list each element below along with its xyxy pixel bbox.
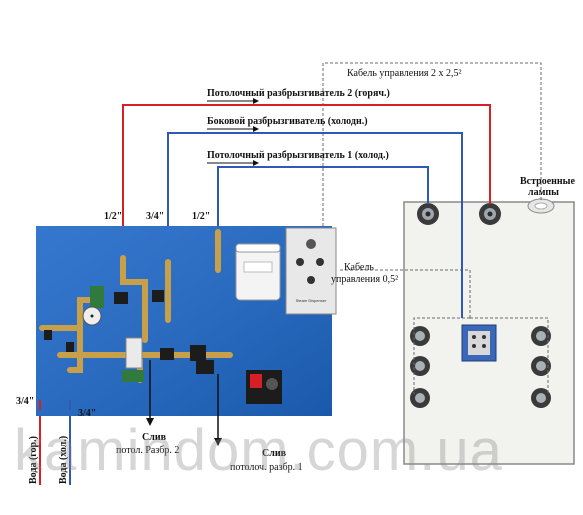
valve-black-3 [160,348,174,360]
sauna-cabin [403,198,575,465]
side-nozzles-right [531,326,551,408]
label-drain-1-title: Слив [142,432,167,443]
solenoid-2 [196,360,214,374]
label-water-hot: Вода (гор.) [28,436,39,484]
inlet-arrows [39,400,71,410]
drain-arrows [146,360,222,446]
label-drain-2-sub: потолоч. разбр. 1 [230,462,303,473]
control-box-sticker: Steam Dispenser [296,298,327,303]
cable-main-path [322,62,542,226]
cabin-top-nozzle-right [479,203,501,225]
label-built-in-lamps-1: Встроенные [520,176,575,187]
valve-black-2 [152,290,164,302]
label-size-half-a: 1/2" [104,211,122,222]
dosing-pump [246,370,282,404]
control-cables [322,62,549,394]
label-size-three-quarter-a: 3/4" [146,211,164,222]
label-size-three-quarter-left: 3/4" [16,396,34,407]
pipe-ceiling-sprayer-2-hot [122,104,491,258]
valve-black-1 [114,292,128,304]
watermark: kamindom.com.ua [14,418,503,483]
side-nozzles-left [410,326,430,408]
label-water-cold: Вода (хол.) [58,436,69,484]
label-cable-control-small-2: управления 0,5² [331,274,398,285]
label-ceiling-sprayer-1-cold: Потолочный разбрызгиватель 1 (холод.) [207,150,389,161]
liquid-tank [235,243,281,301]
cable-small-right-branch [470,317,549,394]
flow-arrows [207,98,259,166]
control-box: Steam Dispenser [285,227,337,315]
label-cable-control-main: Кабель управления 2 х 2,5² [347,68,462,79]
label-ceiling-sprayer-2-hot: Потолочный разбрызгиватель 2 (горяч.) [207,88,390,99]
pipe-side-sprayer-cold [167,132,463,318]
labels: Кабель управления 2 х 2,5² Потолочный ра… [16,68,575,484]
label-size-three-quarter-bottom: 3/4" [78,408,96,419]
panel-components [44,286,214,382]
valve-inlet-cold [66,342,74,352]
cable-small-path [340,269,471,318]
label-size-half-b: 1/2" [192,211,210,222]
label-drain-2-title: Слив [262,448,287,459]
solenoid-1 [190,345,206,361]
filter-base [122,370,144,382]
filter-housing [125,337,143,369]
cabin-top-nozzle-left [417,203,439,225]
valve-inlet [44,330,52,340]
label-drain-1-sub: потол. Разбр. 2 [116,445,179,456]
pressure-reducer [90,286,104,308]
pipe-ceiling-sprayer-1-cold [217,166,429,232]
cable-small-left-branch [413,317,470,394]
built-in-lamp [527,198,555,214]
label-side-sprayer-cold: Боковой разбрызгиватель (холодн.) [207,116,368,127]
label-cable-control-small-1: Кабель [344,262,374,273]
label-built-in-lamps-2: лампы [528,187,559,198]
cabin-control-block [461,324,497,362]
